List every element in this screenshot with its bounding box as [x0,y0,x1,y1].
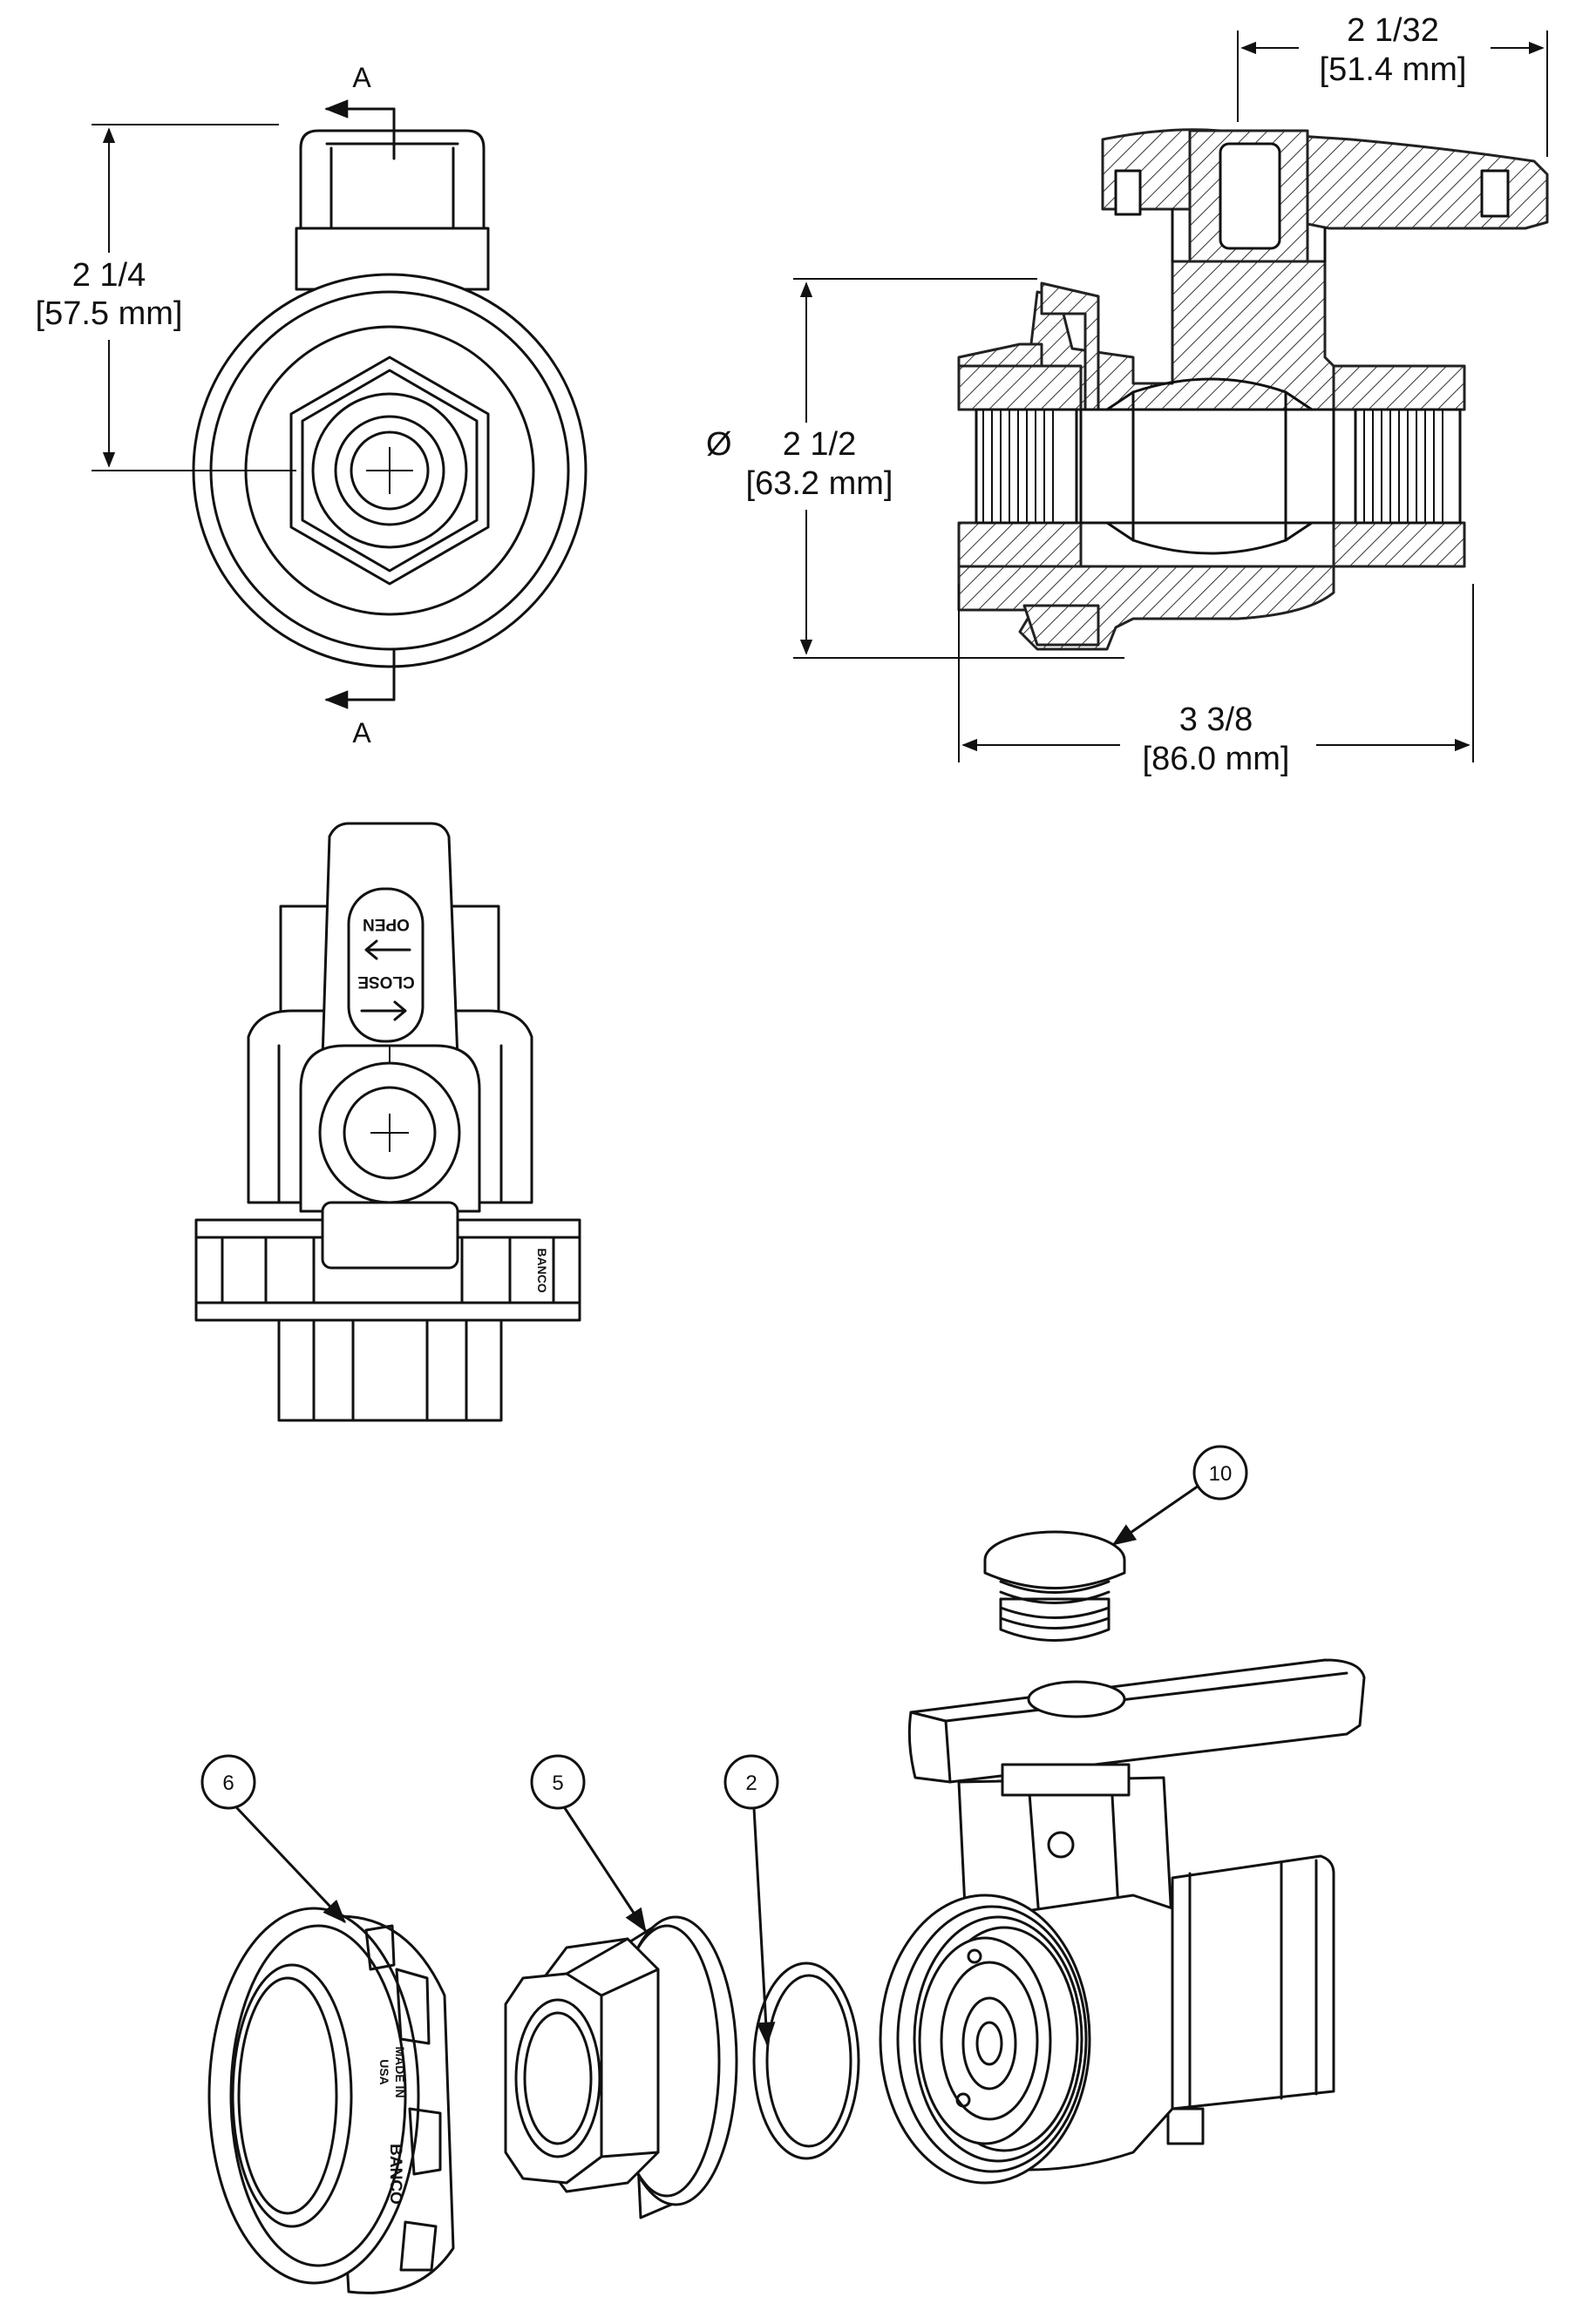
svg-text:BANCO: BANCO [535,1248,549,1292]
nut-model-text: MADE IN USA [377,2046,407,2097]
top-view: OPEN CLOSE BANCO [194,822,581,1422]
svg-text:CLOSE: CLOSE [357,972,414,991]
balloon-5 [530,1754,586,1810]
part-10-plug [983,1530,1126,1642]
end-view: A A 2 1/4 [57.5 mm] [17,62,588,749]
balloon-10 [1192,1445,1248,1501]
section-marker-bottom: A [352,717,371,749]
balloon-2-label: 2 [745,1772,757,1795]
part-6-union-nut: MADE IN USA BANCO [207,1907,455,2294]
balloon-6-label: 6 [222,1772,234,1795]
handle-offset-dimension-value: 2 1/32 [1347,12,1439,49]
open-label: OPEN [363,915,410,933]
balloon-10-label: 10 [1209,1462,1233,1486]
height-dimension-value: 2 1/4 [72,257,146,294]
left-thread-lines [982,410,1054,523]
diameter-symbol: Ø [706,426,732,463]
valve-body [879,1658,1366,2185]
balloon-5-label: 5 [552,1772,563,1795]
length-dimension-metric: [86.0 mm] [1143,741,1290,777]
svg-text:OPEN: OPEN [363,915,410,933]
close-label: CLOSE [357,972,414,991]
balloon-2 [723,1754,779,1810]
balloon-6 [200,1754,256,1810]
section-marker-top: A [352,62,371,93]
nut-brand-small: BANCO [535,1248,549,1292]
svg-text:MADE IN: MADE IN [393,2046,407,2097]
section-view: Ø 2 1/2 [63.2 mm] 2 1/32 [51.4 mm] 3 3/8… [702,9,1549,780]
exploded-view: MADE IN USA BANCO 10 6 5 2 [200,1445,1366,2294]
height-dimension-metric: [57.5 mm] [36,295,183,332]
length-dimension-value: 3 3/8 [1179,701,1253,738]
close-arrow-icon [360,1000,407,1021]
nut-brand-text: BANCO [386,2144,404,2205]
open-arrow-icon [364,939,411,960]
part-2-o-ring [752,1962,860,2160]
right-thread-lines [1363,410,1443,523]
diameter-dimension-metric: [63.2 mm] [746,465,893,502]
svg-text:BANCO: BANCO [386,2144,404,2205]
diameter-dimension-value: 2 1/2 [783,426,857,463]
svg-text:USA: USA [377,2059,391,2085]
handle-offset-dimension-metric: [51.4 mm] [1320,51,1467,88]
part-5-end-connector [504,1915,738,2219]
part-callouts: 10 6 5 2 [200,1445,1248,2046]
